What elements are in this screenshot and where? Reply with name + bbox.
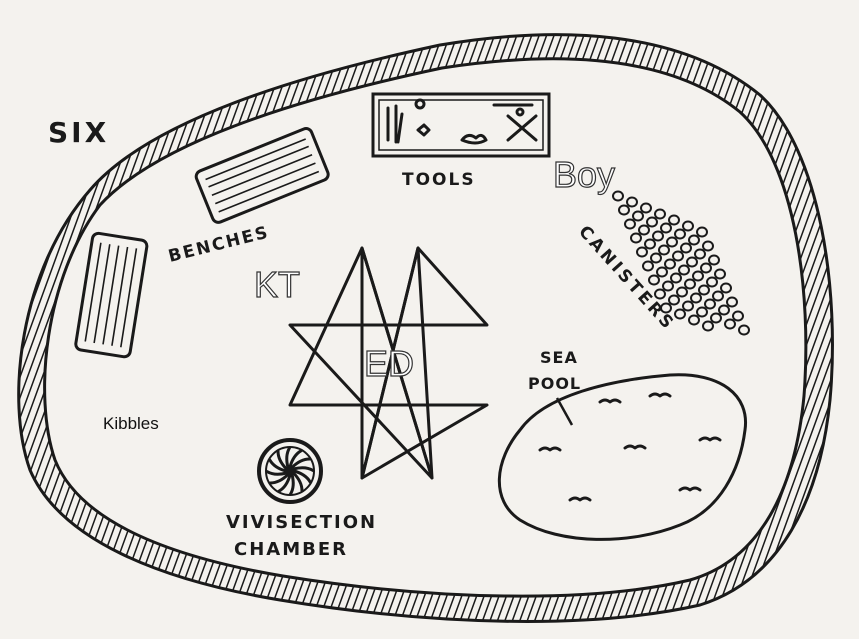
canister [642,260,654,272]
canister [712,290,724,302]
canister [658,244,670,256]
canister [718,304,730,316]
canister [704,298,716,310]
canister [676,286,688,298]
canister [738,324,750,336]
canister [630,232,642,244]
overlay-kibbles: Kibbles [103,414,159,433]
wheel-spoke [285,446,291,470]
canister [660,222,672,234]
canister [632,210,644,222]
canister [726,296,738,308]
canister [700,262,712,274]
canister [626,196,638,208]
canister [702,320,714,332]
canister [732,310,744,322]
wheel-spoke [268,458,288,473]
canister [680,242,692,254]
canister [696,306,708,318]
canister [644,238,656,250]
canister [652,230,664,242]
sea-label: SEA [540,348,578,367]
canister [724,318,736,330]
canister [688,234,700,246]
chamber-label: CHAMBER [234,539,348,560]
sea-pool [497,373,748,541]
bench-left [74,231,149,359]
overlay-ed: ED [364,343,414,384]
canister [654,208,666,220]
overlay-boy: Boy [553,154,615,195]
canister [684,278,696,290]
canister [714,268,726,280]
canister [654,288,666,300]
canister [674,308,686,320]
wheel-spoke [290,457,312,470]
canister [682,220,694,232]
canister [618,204,630,216]
map-title: SIX [48,116,109,149]
canister [656,266,668,278]
canister [646,216,658,228]
canister [662,280,674,292]
tools-label: TOOLS [402,170,476,190]
vivisection-label: VIVISECTION [226,512,377,533]
wheel-spoke [292,469,312,484]
bench-top [194,127,330,224]
canister [710,312,722,324]
canister [668,294,680,306]
canister [708,254,720,266]
canister [668,214,680,226]
vivisection-wheel [257,438,323,504]
canister [674,228,686,240]
wheel-spoke [276,449,289,471]
canister [688,314,700,326]
canister [624,218,636,230]
canister [672,250,684,262]
tool-icons [386,98,538,145]
canister [696,226,708,238]
tools-box [371,92,551,158]
canister [686,256,698,268]
canister [650,252,662,264]
canister [660,302,672,314]
wheel-spoke [288,449,303,469]
canister [638,224,650,236]
canister [670,272,682,284]
canister [698,284,710,296]
canister [636,246,648,258]
wheel-spoke [289,472,295,496]
canister [682,300,694,312]
canister [648,274,660,286]
canister [664,258,676,270]
canister [692,270,704,282]
canister [702,240,714,252]
wheel-spoke [268,472,290,485]
canisters-group [612,190,750,336]
pool-label: POOL [528,374,581,393]
overlay-kt: KT [254,264,300,305]
star-symbol [288,246,489,480]
wheel-spoke [277,473,292,493]
wheel-spoke [291,466,315,472]
wheel-spoke [291,471,304,493]
canister [694,248,706,260]
wheel-spoke [265,470,289,476]
canister [640,202,652,214]
canister [720,282,732,294]
canister [706,276,718,288]
canister [690,292,702,304]
canister [678,264,690,276]
canister [612,190,624,202]
canister [666,236,678,248]
